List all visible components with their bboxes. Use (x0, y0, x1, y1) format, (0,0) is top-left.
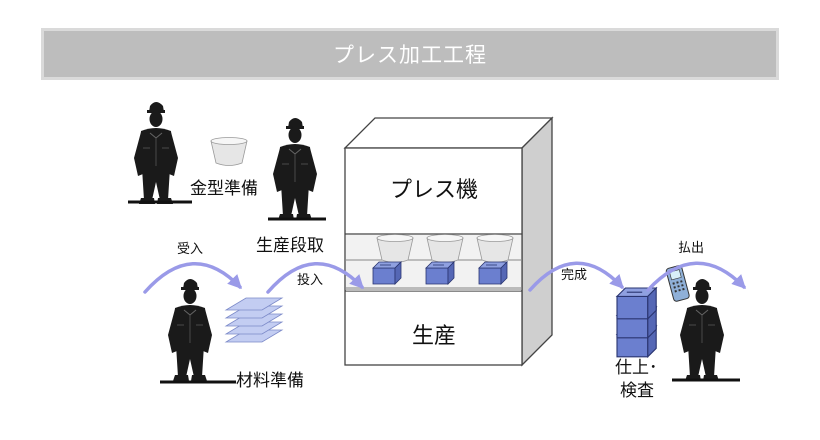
die-bowl-icon (210, 137, 248, 166)
worker-die-prep-icon (133, 101, 179, 205)
material-sheets-icon (224, 297, 284, 343)
flow-receive-label: 受入 (177, 242, 204, 257)
press-part-2-icon (425, 261, 455, 285)
press-label: プレス機 (390, 178, 479, 203)
finish-inspect-label-line2: 検査 (620, 381, 654, 401)
flow-complete-label: 完成 (561, 268, 588, 283)
arrow-ship (646, 261, 746, 292)
arrow-input (266, 262, 364, 294)
title-bar: プレス加工工程 (41, 28, 779, 80)
die-prep-label: 金型準備 (190, 179, 258, 199)
worker-setup-icon (272, 117, 318, 221)
product-boxes-icon (616, 287, 657, 358)
setup-label: 生産段取 (256, 236, 324, 256)
page-title: プレス加工工程 (333, 43, 487, 67)
press-part-1-icon (372, 261, 402, 285)
finish-inspect-label-line1: 仕上･ (615, 358, 658, 378)
press-part-3-icon (478, 261, 508, 285)
arrow-complete (528, 261, 624, 292)
press-die-2-icon (426, 234, 464, 263)
production-label: 生産 (412, 324, 457, 349)
material-prep-label: 材料準備 (236, 371, 304, 391)
worker-material-icon (167, 278, 213, 382)
flow-input-label: 投入 (297, 273, 324, 288)
press-die-1-icon (376, 234, 414, 263)
flow-ship-label: 払出 (678, 241, 705, 256)
arrow-receive (143, 262, 242, 294)
scanner-icon (665, 265, 690, 302)
press-die-3-icon (476, 234, 514, 263)
